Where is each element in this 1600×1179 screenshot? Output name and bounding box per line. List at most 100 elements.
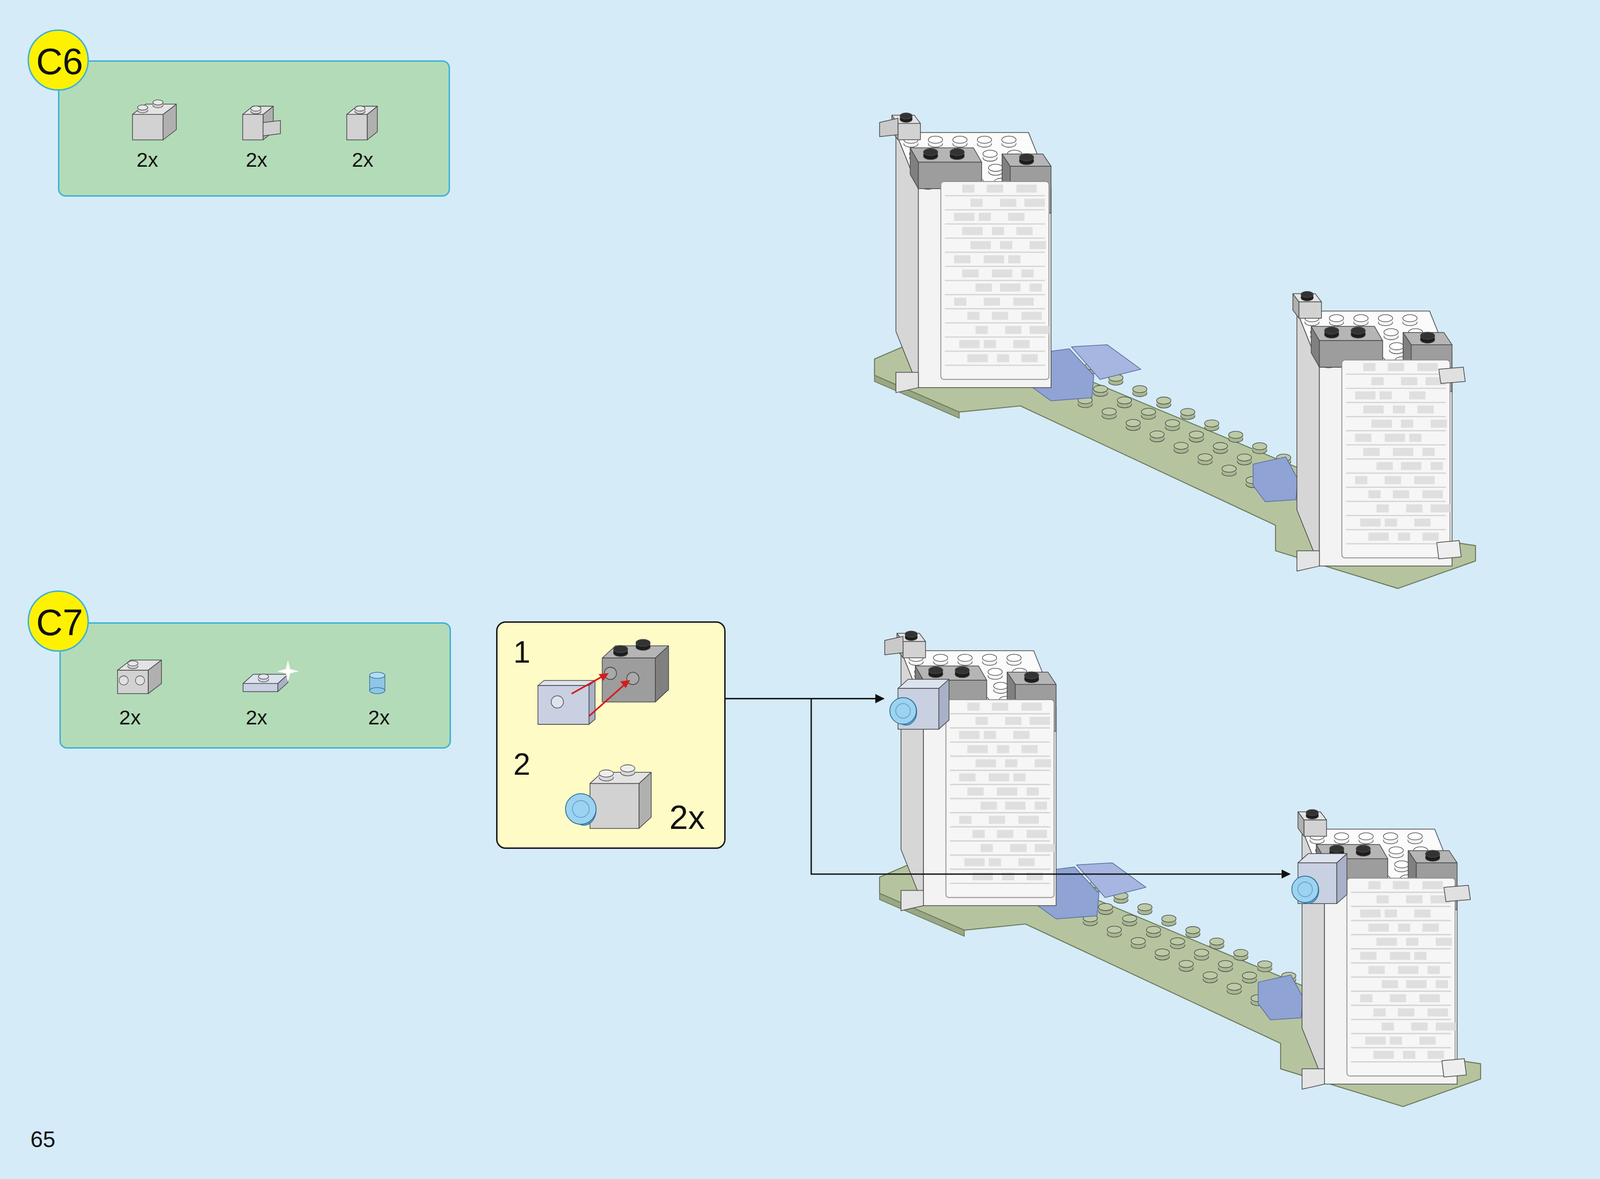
stud	[1155, 949, 1170, 957]
brick-patch	[1435, 1023, 1457, 1032]
stud	[1141, 408, 1156, 416]
brick-line	[1345, 472, 1446, 475]
brick-patch	[1371, 419, 1392, 428]
leader-arrow	[725, 698, 884, 700]
stud	[1149, 431, 1165, 439]
brick-line	[1350, 1047, 1451, 1049]
brick-patch	[1018, 858, 1035, 867]
stud	[1257, 961, 1273, 969]
stud	[1350, 326, 1366, 335]
part-icon	[263, 120, 281, 136]
stud	[1101, 408, 1117, 416]
brick-line	[1350, 1033, 1451, 1035]
brick-patch	[999, 241, 1013, 250]
brick-patch	[1406, 895, 1423, 904]
light-lens	[565, 794, 596, 825]
brick-line	[1350, 891, 1451, 894]
brick-patch	[967, 311, 980, 320]
brick-line	[944, 237, 1045, 240]
part-quantity: 2x	[119, 707, 141, 729]
brick-patch	[967, 745, 988, 754]
parts-list-panel: 2x2x2x	[59, 622, 452, 749]
brick-line	[1350, 977, 1451, 979]
brick-patch	[975, 283, 992, 292]
brick-patch	[1005, 802, 1026, 811]
brick-patch	[996, 354, 1010, 363]
light-lens	[1292, 876, 1319, 903]
brick-line	[944, 279, 1045, 282]
stud	[1006, 654, 1022, 662]
brick-line	[944, 364, 1045, 367]
model	[874, 113, 1476, 589]
brick-patch	[1427, 966, 1440, 975]
brick-patch	[1414, 952, 1427, 961]
assembly-arrow	[571, 675, 604, 695]
stud	[1098, 903, 1113, 911]
brick-patch	[1422, 490, 1443, 499]
brick-patch	[1422, 881, 1443, 890]
brick-patch	[1406, 980, 1427, 989]
brick-patch	[962, 269, 979, 278]
brick-patch	[1376, 462, 1393, 471]
stud	[1146, 926, 1161, 934]
stud	[1301, 291, 1314, 298]
part-icon	[135, 676, 145, 686]
brick-patch	[1398, 532, 1411, 541]
stud	[1378, 314, 1393, 322]
stud	[1252, 442, 1267, 451]
stud	[900, 113, 913, 120]
brick-line	[1350, 920, 1451, 922]
step-number-badge: C6	[27, 29, 89, 91]
brick-patch	[1021, 311, 1042, 320]
brick-patch	[1384, 910, 1398, 919]
stud	[982, 654, 997, 662]
brick-line	[944, 336, 1045, 338]
brick-patch	[1005, 717, 1022, 726]
assembly-arrow	[588, 683, 626, 717]
brick-patch	[1016, 184, 1037, 193]
stud	[1173, 442, 1189, 450]
brick-patch	[1034, 759, 1051, 768]
brick-patch	[980, 802, 997, 811]
step-number: C7	[36, 604, 84, 642]
blue-tile	[1258, 975, 1303, 1021]
brick-patch	[983, 731, 997, 740]
brick-patch	[1435, 980, 1448, 989]
stud	[928, 666, 943, 674]
brick-patch	[983, 340, 997, 349]
brick-line	[1345, 416, 1446, 418]
wall-panel	[946, 699, 1055, 899]
light-lens	[889, 698, 917, 725]
part-icon	[242, 674, 288, 684]
brick-patch	[967, 787, 984, 796]
brick-patch	[1018, 815, 1039, 824]
stud	[1126, 419, 1141, 427]
brick-patch	[999, 283, 1021, 292]
brick-patch	[958, 731, 980, 740]
brick-patch	[1008, 255, 1021, 264]
grey-brick	[1002, 153, 1052, 167]
brick-patch	[996, 745, 1010, 754]
stud	[1402, 314, 1418, 322]
brick-patch	[1368, 532, 1390, 541]
brick-patch	[967, 354, 988, 363]
brick-line	[1350, 1061, 1451, 1064]
brick-line	[944, 209, 1045, 211]
tower	[1296, 311, 1320, 567]
stud	[1161, 915, 1177, 923]
stud	[1130, 938, 1146, 946]
brick-line	[949, 882, 1050, 885]
stud	[1156, 397, 1171, 405]
stud	[1420, 332, 1435, 340]
brick-patch	[1021, 702, 1042, 711]
part-icon	[602, 645, 669, 659]
grey-brick	[1303, 820, 1327, 837]
grey-brick	[915, 666, 987, 681]
callout-text: 1	[513, 637, 531, 668]
grey-brick	[1408, 851, 1457, 864]
brick-patch	[1368, 881, 1381, 890]
stud	[635, 639, 651, 647]
brick-patch	[970, 198, 983, 207]
part-icon	[346, 114, 368, 140]
brick-patch	[1034, 802, 1047, 811]
